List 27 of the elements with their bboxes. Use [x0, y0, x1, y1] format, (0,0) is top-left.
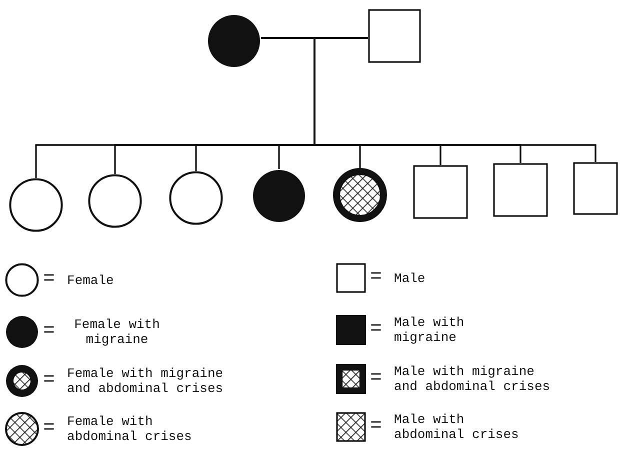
equals-sign: = — [43, 419, 56, 439]
female-symbol — [169, 171, 223, 225]
female-hatched-symbol — [333, 168, 387, 222]
legend-text: Female with abdominal crises — [67, 414, 193, 444]
equals-sign: = — [43, 371, 56, 391]
equals-sign: = — [370, 417, 382, 437]
legend-text: Male with migraine and abdominal crises — [394, 364, 552, 394]
equals-sign: = — [370, 268, 382, 288]
equals-sign: = — [370, 320, 382, 340]
male-symbol — [413, 165, 468, 219]
equals-sign: = — [43, 270, 56, 290]
equals-sign: = — [370, 369, 382, 389]
female-affected-symbol — [252, 169, 306, 223]
equals-sign: = — [43, 322, 56, 342]
male-symbol — [573, 162, 618, 215]
female-symbol — [9, 178, 63, 232]
legend-text: Female with migraine — [73, 317, 161, 347]
male-symbol — [368, 9, 421, 63]
legend-text: Male with migraine — [394, 315, 466, 345]
legend-text: Male — [394, 270, 426, 286]
pedigree-line — [314, 37, 596, 162]
female-affected-symbol — [207, 14, 261, 68]
legend-text: Female with migraine and abdominal crises — [67, 366, 224, 396]
male-symbol — [493, 163, 548, 217]
female-symbol — [88, 174, 142, 228]
legend-text: Female — [67, 272, 115, 288]
legend-text: Male with abdominal crises — [394, 412, 520, 442]
